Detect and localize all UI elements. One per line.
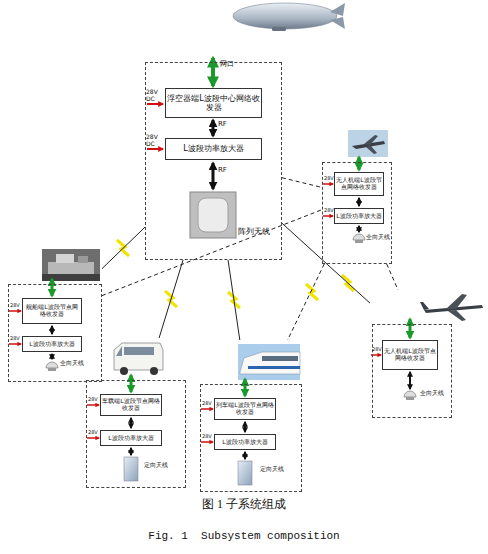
module-box: L波段功率放大器 [100,430,162,446]
backup-link-line [102,210,322,296]
antenna-label: 定向天线 [260,466,284,473]
module-box: 无人机端L波段节点网络收发器 [382,340,438,370]
signal-label: RF [218,121,227,129]
train-station-arrows [201,379,252,485]
module-name: L波段功率放大器 [336,213,381,220]
drone-station-arrows [323,157,365,243]
module-name: 车载端L波段节点网络收发器 [102,398,160,412]
drone-image [348,130,388,157]
antenna-label: 定向天线 [144,462,168,469]
module-box: L波段功率放大器 [165,138,262,160]
signal-label: 28V [372,347,382,353]
signal-label: 28V [202,401,212,407]
signal-label: 28V [10,303,20,309]
module-name: 浮空器端L波段中心网络收发器 [167,94,260,112]
van-station-arrows [87,375,138,481]
signal-label: 28V DC [146,134,164,147]
airship-image [233,3,345,31]
module-box: 车载端L波段节点网络收发器 [100,394,162,416]
antenna-label: 全向天线 [60,360,84,367]
signal-label: 28V [202,434,212,440]
module-name: L波段功率放大器 [222,439,267,446]
dashed-frame [372,324,452,418]
module-name: 无人机端L波段节点网络收发器 [384,348,436,362]
subsystem-group: 阵列天线 浮空器端L波段中心网络收发器 L波段功率放大器 [145,62,282,260]
backup-link-line [387,264,398,290]
ship-image [42,249,100,281]
signal-label: 28V [10,336,20,342]
module-box: L波段功率放大器 [22,336,82,352]
uav-image [420,294,483,321]
module-name: 舰船端L波段节点网络收发器 [24,304,80,318]
module-name: L波段功率放大器 [29,341,74,348]
subsystem-group: 定向天线 车载端L波段节点网络收发器 L波段功率放大器 [86,338,186,488]
module-name: L波段功率放大器 [183,144,243,153]
wireless-link-line [102,227,145,269]
module-box: 无人机端L波段节点网络收发器 [334,172,384,196]
module-box: 舰船端L波段节点网络收发器 [22,298,82,324]
backup-link-line [288,264,325,340]
signal-label: 28V DC [146,89,164,102]
array-antenna-image [190,192,236,238]
van-image [114,343,163,375]
antenna-label: 全向天线 [420,390,444,397]
backup-link-line [282,178,322,188]
module-box: L波段功率放大器 [214,434,276,450]
signal-label: RF [218,167,227,175]
module-box: L波段功率放大器 [334,208,384,224]
signal-label: 28V [88,397,98,403]
signal-label: 28V [324,176,334,182]
signal-label: 28V [324,208,334,214]
ship-station-arrows [9,279,58,371]
figure-caption: 图 1 子系统组成 [0,498,488,511]
signal-label: 28V [88,430,98,436]
module-name: 无人机端L波段节点网络收发器 [336,177,382,191]
antenna-label: 全向天线 [366,234,390,241]
subsystem-group: 全向天线 无人机端L波段节点网络收发器 [370,290,482,418]
train-image [238,344,300,380]
module-name: 列车端L波段节点网络收发器 [216,402,274,416]
module-box: 浮空器端L波段中心网络收发器 [165,88,262,118]
module-box: 列车端L波段节点网络收发器 [214,398,276,420]
english-caption: Fig. 1 Subsystem composition [0,530,488,542]
subsystem-group: 定向天线 列车端L波段节点网络收发器 L波段功率放大器 [200,340,302,492]
signal-label: 网口 [220,61,234,69]
wireless-link-line [228,260,240,340]
wireless-link-bolts [117,240,354,308]
subsystem-group: 全向天线 无人机端L波段节点网络收发器 L波段功率放大器 [322,128,392,264]
module-name: L波段功率放大器 [108,435,153,442]
central-signal-arrows [147,58,213,189]
subsystem-group: 全向天线 舰船端L波段节点网络收发器 L波段功率放大器 [8,246,102,382]
antenna-label: 阵列天线 [238,228,270,237]
